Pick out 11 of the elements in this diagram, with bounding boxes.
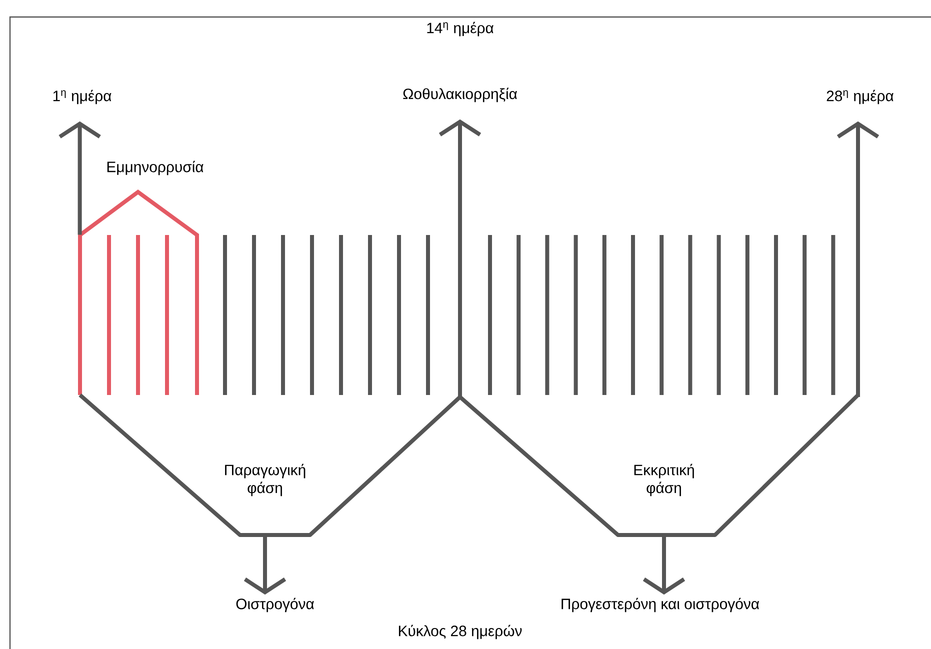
day-label: 28$^{η}$ ημέρα xyxy=(826,90,894,104)
day-label: 1$^{η}$ ημέρα xyxy=(53,90,112,104)
arrow xyxy=(836,121,880,397)
hormone-label: Προγεστερόνη και οιστρογόνα xyxy=(562,598,760,612)
hormone-label: Οιστρογόνα xyxy=(236,598,314,612)
caption: Κύκλος 28 ημερών xyxy=(398,624,522,640)
phase-funnel: Εκκριτική φάση xyxy=(458,394,860,537)
day-label: 14$^{η}$ ημέρα Ωοθυλακιορρηξία xyxy=(403,22,518,102)
arrow xyxy=(58,121,101,235)
arrow xyxy=(438,119,482,399)
phase-funnel: Παραγωγική φάση xyxy=(78,394,462,537)
